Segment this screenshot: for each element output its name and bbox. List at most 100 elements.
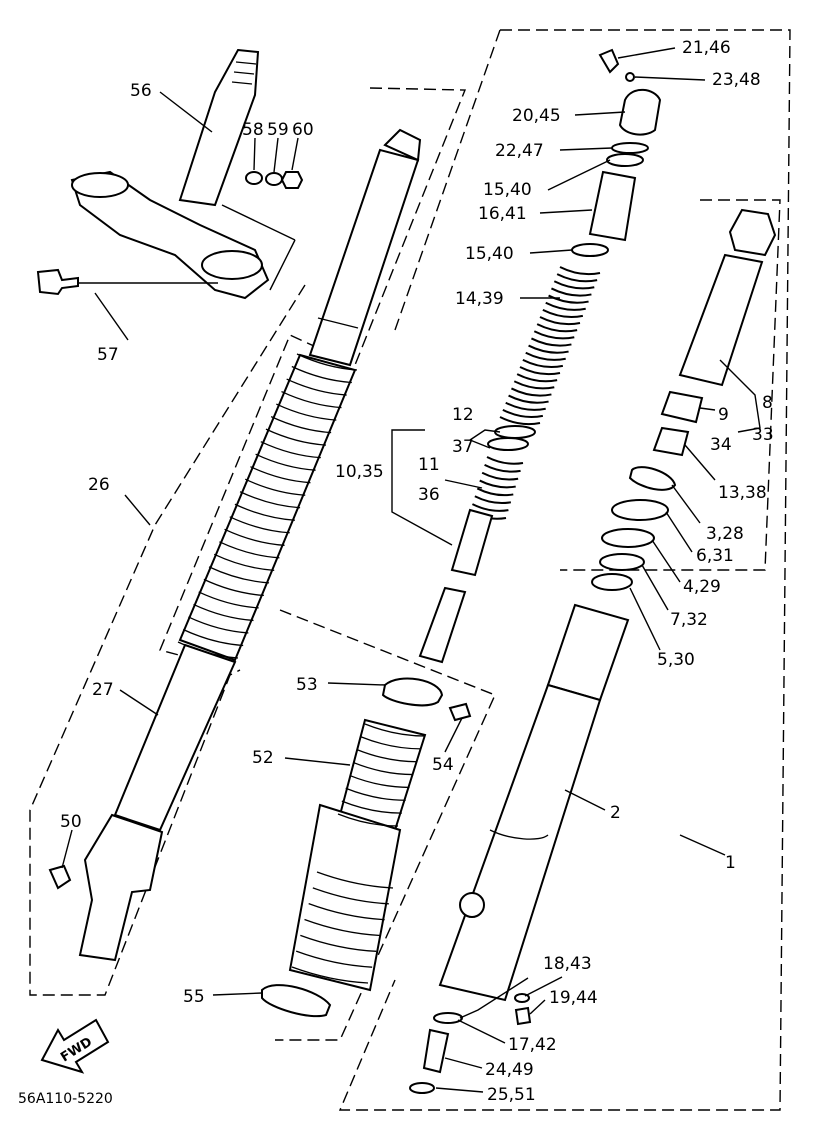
group-outlines: [29, 29, 791, 1111]
callout-37: 37: [452, 437, 474, 457]
callout-labels: 56 58 59 60 57 26 27 50 53 54 52 55 21,4…: [60, 38, 774, 1105]
rebound-coil-line: [479, 479, 516, 489]
callout-12: 12: [452, 405, 474, 425]
rebound-coil-line: [484, 463, 521, 473]
callout-59: 59: [267, 120, 289, 140]
bolt-57: [36, 268, 79, 296]
callout-36: 36: [418, 485, 440, 505]
outer-tube-band: [489, 829, 549, 840]
axle-bore: [459, 892, 485, 918]
bolt-50: [48, 864, 72, 890]
outer-tube-27: [113, 643, 237, 832]
spring-coil-line: [513, 380, 555, 390]
washer-15b: [571, 243, 609, 257]
bellows-rib-line: [341, 800, 402, 814]
washer-59: [265, 172, 283, 186]
outline-inner-right: [560, 199, 781, 571]
spring-coil-line: [533, 330, 575, 340]
bracket-clamp-left: [71, 172, 129, 198]
callout-24-49: 24,49: [485, 1060, 534, 1080]
callout-18-43: 18,43: [543, 954, 592, 974]
callout-8: 8: [762, 393, 773, 413]
boot-rib-line: [250, 466, 311, 484]
callout-4-29: 4,29: [683, 577, 721, 597]
callout-58: 58: [242, 120, 264, 140]
washer-4: [601, 528, 655, 548]
callout-15-40-b: 15,40: [465, 244, 514, 264]
callout-52: 52: [252, 748, 274, 768]
callout-15-40-a: 15,40: [483, 180, 532, 200]
spring-coil-line: [522, 358, 564, 368]
tube-8: [678, 253, 764, 387]
outline-inner-tube: [159, 87, 467, 671]
bellows-rib-line: [357, 749, 418, 763]
spring-coil-line: [502, 408, 544, 418]
callout-10-35: 10,35: [335, 462, 384, 482]
damper-rod-10: [450, 508, 494, 577]
rebound-coil-line: [481, 471, 519, 481]
boot-rib-line: [188, 616, 249, 634]
boot-rib-line: [244, 478, 306, 496]
bushing-9: [660, 390, 704, 424]
spring-coil-line: [505, 401, 546, 411]
boot-ribs: [177, 353, 358, 659]
rebound-spring-11: [469, 456, 524, 520]
bellows-rib-line: [312, 887, 389, 905]
dust-boot-52: [261, 677, 472, 1018]
gasket-17: [433, 1012, 463, 1024]
callout-25-51: 25,51: [487, 1085, 536, 1105]
callout-20-45: 20,45: [512, 106, 561, 126]
bellows-rib-line: [316, 871, 394, 889]
boot-rib-line: [286, 378, 347, 396]
bellows-rib-line: [364, 723, 426, 737]
fork-boot-27: [48, 353, 358, 962]
inner-tube-cap: [383, 128, 422, 162]
bellows-rib-line: [300, 934, 377, 952]
bellows-rib-line: [291, 966, 369, 984]
callout-6-31: 6,31: [696, 546, 734, 566]
oil-seal-stack: [591, 208, 777, 591]
spring-coil-line: [516, 373, 558, 383]
nut-60: [280, 171, 304, 189]
callout-3-28: 3,28: [706, 524, 744, 544]
clip-3: [628, 466, 677, 491]
drain-bolt-19: [514, 1006, 532, 1026]
washer-15a: [606, 153, 644, 167]
bellows-rib-line: [349, 774, 410, 789]
callout-34: 34: [710, 435, 732, 455]
callout-11: 11: [418, 455, 440, 475]
callout-50: 50: [60, 812, 82, 832]
spring-coil-line: [548, 294, 589, 304]
boot-rib-line: [182, 628, 244, 647]
spring-coil-line: [519, 366, 561, 376]
bellows-rib-line: [304, 918, 381, 937]
ring-12a: [494, 425, 536, 439]
seal-6: [611, 499, 669, 521]
boot-rib-line: [291, 365, 352, 384]
boot-body: [178, 353, 357, 662]
boot-rib-line: [219, 541, 280, 559]
steering-stem: [178, 48, 260, 207]
damper-rod-end: [418, 586, 467, 664]
rebound-coil-line: [486, 456, 524, 465]
spring-coil-line: [510, 387, 552, 397]
callout-1: 1: [725, 853, 736, 873]
boot-rib-line: [193, 603, 254, 622]
valve-21: [598, 48, 620, 74]
bracket-clamp-right: [201, 250, 263, 280]
seal-7: [599, 553, 645, 571]
callout-22-47: 22,47: [495, 141, 544, 161]
bolt-24: [422, 1028, 450, 1074]
bellows-rib-line: [295, 950, 373, 968]
callout-27: 27: [92, 680, 114, 700]
inner-tube-upper: [308, 148, 420, 367]
boot-rib-line: [208, 566, 270, 584]
outline-26-27: [29, 284, 306, 996]
rebound-coil-line: [471, 503, 509, 512]
clamp-55: [261, 984, 332, 1018]
bellows-rib-line: [345, 787, 406, 801]
bellows-ribs: [291, 723, 426, 984]
bellows-rib-line: [360, 736, 422, 750]
callout-23-48: 23,48: [712, 70, 761, 90]
spring-coil-line: [559, 266, 601, 276]
